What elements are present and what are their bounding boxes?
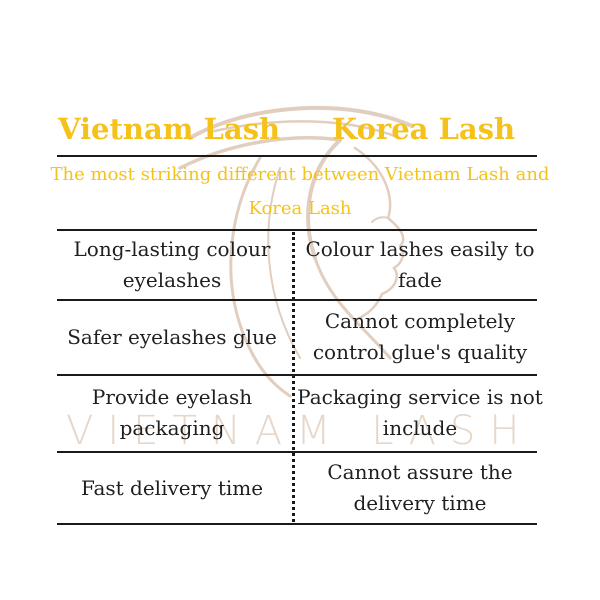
column-divider xyxy=(292,232,295,522)
row-divider xyxy=(57,299,537,301)
heading-vietnam-lash: Vietnam Lash xyxy=(58,112,281,146)
row-divider xyxy=(57,451,537,453)
column-headings: Vietnam Lash Korea Lash xyxy=(0,112,600,152)
row-2-korea-cell: Cannot completely control glue's quality xyxy=(312,309,528,364)
row-4-korea-cell: Cannot assure the delivery time xyxy=(327,460,513,515)
table-bottom-rule xyxy=(57,523,537,525)
subtitle: The most striking different between Viet… xyxy=(50,164,550,219)
row-1-korea-cell: Colour lashes easily to fade xyxy=(305,237,535,292)
row-4-vietnam-cell: Fast delivery time xyxy=(80,475,264,500)
top-rule xyxy=(57,155,537,157)
woman-profile-logo xyxy=(178,105,414,398)
row-3-vietnam-cell: Provide eyelash packaging xyxy=(91,385,253,440)
table-top-rule xyxy=(57,229,537,231)
row-divider xyxy=(57,374,537,376)
heading-korea-lash: Korea Lash xyxy=(332,112,516,146)
row-3-korea-cell: Packaging service is not include xyxy=(297,385,543,440)
row-1-vietnam-cell: Long-lasting colour eyelashes xyxy=(73,237,271,292)
row-2-vietnam-cell: Safer eyelashes glue xyxy=(67,324,277,349)
